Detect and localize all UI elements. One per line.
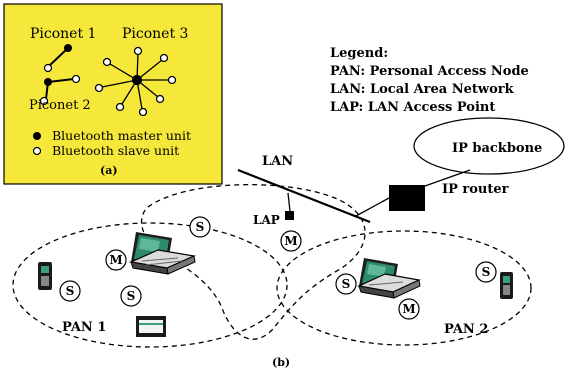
router-backbone-link bbox=[424, 169, 471, 187]
piconet3-slave-node bbox=[102, 57, 112, 67]
laptop-icon bbox=[357, 258, 421, 299]
piconet1-topology bbox=[43, 44, 72, 73]
bluetooth-nodes bbox=[59, 216, 497, 320]
piconet1-slave-node bbox=[43, 63, 53, 73]
piconet3-topology bbox=[94, 46, 177, 117]
access-point-icon bbox=[285, 211, 294, 220]
slave-label: S bbox=[66, 284, 75, 298]
pan1-area bbox=[12, 222, 288, 348]
legend-lan: LAN: Local Area Network bbox=[330, 82, 515, 97]
lap-drop bbox=[287, 192, 291, 212]
inset-caption: (a) bbox=[100, 164, 118, 177]
master-label: M bbox=[284, 234, 297, 248]
ip-backbone-cloud bbox=[413, 117, 565, 175]
slave-node bbox=[189, 216, 211, 238]
piconet3-master-node bbox=[131, 74, 143, 86]
piconet1-label: Piconet 1 bbox=[30, 26, 96, 42]
router-icon bbox=[389, 185, 425, 211]
piconet2-topology bbox=[39, 74, 81, 106]
master-node bbox=[398, 298, 420, 320]
tablet-icon bbox=[136, 316, 166, 337]
lan-label: LAN bbox=[262, 154, 293, 169]
master-legend-label: Bluetooth master unit bbox=[52, 128, 191, 143]
phone-icon bbox=[500, 272, 513, 299]
master-label: M bbox=[109, 253, 122, 267]
inset-background bbox=[3, 3, 223, 185]
slave-label: S bbox=[127, 289, 136, 303]
slave-node bbox=[335, 273, 357, 295]
master-label: M bbox=[402, 302, 415, 316]
phone-icon bbox=[38, 262, 52, 290]
legend-title: Legend: bbox=[330, 46, 388, 61]
slave-node bbox=[120, 285, 142, 307]
slave-node bbox=[475, 261, 497, 283]
pan1-label: PAN 1 bbox=[62, 320, 106, 335]
piconet3-slave-node bbox=[138, 107, 148, 117]
pan2-area bbox=[276, 230, 532, 346]
legend-pan: PAN: Personal Access Node bbox=[330, 64, 529, 79]
piconet3-label: Piconet 3 bbox=[122, 26, 188, 42]
slave-label: S bbox=[482, 265, 491, 279]
lan-router-link bbox=[355, 197, 390, 217]
piconet3-slave-node bbox=[94, 83, 104, 93]
slave-label: S bbox=[342, 277, 351, 291]
pan2-label: PAN 2 bbox=[444, 322, 488, 337]
master-legend-symbol bbox=[33, 132, 41, 140]
piconet-inset: Piconet 1 Piconet 3 bbox=[3, 3, 223, 185]
lap-label: LAP bbox=[253, 213, 280, 227]
master-node bbox=[105, 249, 127, 271]
legend: Legend: PAN: Personal Access Node LAN: L… bbox=[330, 46, 529, 115]
ip-router-label: IP router bbox=[442, 182, 509, 197]
slave-node bbox=[59, 280, 81, 302]
ip-backbone-label: IP backbone bbox=[452, 141, 542, 156]
piconet1-master-node bbox=[64, 44, 72, 52]
figure-caption: (b) bbox=[272, 356, 290, 369]
piconet3-slave-node bbox=[155, 94, 165, 104]
piconet2-slave-node bbox=[39, 96, 49, 106]
piconet2-master-node bbox=[44, 78, 52, 86]
piconet3-slave-node bbox=[159, 53, 169, 63]
legend-lap: LAP: LAN Access Point bbox=[330, 100, 495, 115]
piconet2-label: Piconet 2 bbox=[29, 98, 91, 113]
piconet3-slave-node bbox=[167, 75, 177, 85]
laptop-icon bbox=[128, 232, 197, 275]
slave-label: S bbox=[196, 220, 205, 234]
slave-legend-symbol bbox=[32, 146, 42, 156]
slave-legend-label: Bluetooth slave unit bbox=[52, 143, 179, 158]
node-labels: S M S S M S M S bbox=[66, 220, 491, 316]
master-node bbox=[280, 230, 302, 252]
lan-bus bbox=[237, 168, 371, 224]
piconet3-slave-node bbox=[133, 46, 143, 56]
piconet2-slave-node bbox=[71, 74, 81, 84]
piconet3-slave-node bbox=[115, 102, 125, 112]
